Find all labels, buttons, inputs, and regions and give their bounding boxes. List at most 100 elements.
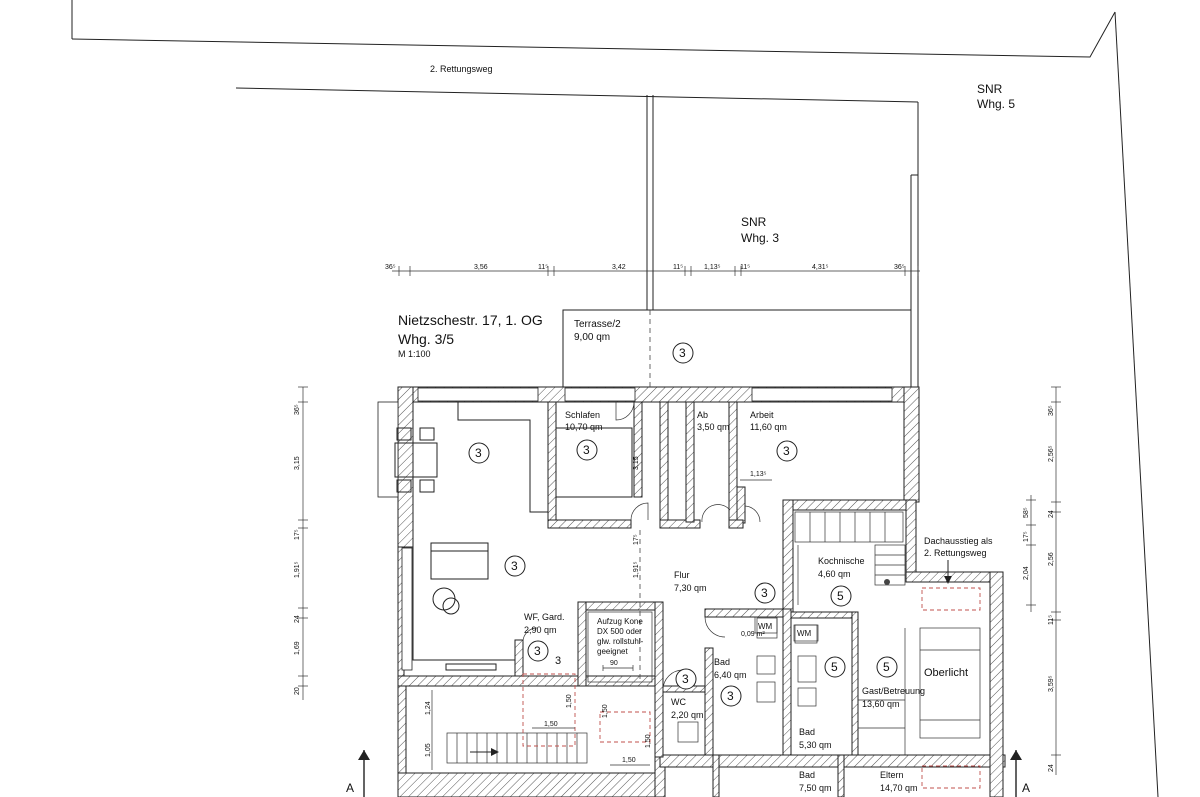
dim-inner-1: 3,15 (633, 456, 640, 470)
snr-whg3-label: SNR (741, 215, 767, 229)
dim-top-8: 4,31⁵ (812, 264, 829, 271)
svg-text:3: 3 (583, 443, 590, 457)
svg-text:3: 3 (727, 689, 734, 703)
dim-inner-10: 1,50 (602, 704, 609, 718)
unit-badge-kochnische: 5 (830, 585, 852, 607)
snr-whg3-label-2: Whg. 3 (741, 231, 779, 245)
room-bad2-area: 5,30 qm (799, 740, 832, 750)
dim-right-6: 2,04 (1023, 566, 1030, 580)
dim-right-4: 58⁵ (1023, 507, 1030, 518)
dim-top-7: 11⁵ (740, 264, 750, 271)
dim-right-2: 2,56⁵ (1048, 445, 1055, 462)
svg-text:5: 5 (831, 660, 838, 674)
rettungsweg-top-label: 2. Rettungsweg (430, 64, 493, 74)
room-gast-area: 13,60 qm (862, 699, 900, 709)
dim-right-3: 24 (1048, 510, 1055, 518)
room-bad1-name: Bad (714, 657, 730, 667)
unit-badge-wc: 3 (675, 668, 697, 690)
unit-badge-bad1: 3 (720, 685, 742, 707)
dining-table (394, 427, 438, 493)
dashed-openings (522, 310, 651, 747)
room-gast-name: Gast/Betreuung (862, 686, 925, 696)
unit-marker-wf-plain: 3 (555, 655, 561, 667)
unit-badge-wohnen: 3 (504, 555, 526, 577)
dim-top-9: 36⁵ (894, 264, 905, 271)
section-label-left: A (346, 781, 354, 795)
aufzug-label-1: Aufzug Kone (597, 617, 643, 626)
svg-text:3: 3 (682, 672, 689, 686)
dim-top-1: 36⁵ (385, 264, 396, 271)
plan-unit: Whg. 3/5 (398, 331, 454, 347)
dim-right-10: 24 (1048, 764, 1055, 772)
snr-whg5-label-2: Whg. 5 (977, 97, 1015, 111)
dim-right-1: 36⁵ (1048, 405, 1055, 416)
dim-inner-5: 90 (610, 660, 618, 667)
roof-exit-label: Dachausstieg als (924, 536, 993, 546)
dim-right-8: 11⁵ (1048, 615, 1055, 625)
svg-text:3: 3 (511, 559, 518, 573)
room-flur-area: 7,30 qm (674, 583, 707, 593)
room-bad3-area: 7,50 qm (799, 783, 832, 793)
plan-title: Nietzschestr. 17, 1. OG (398, 312, 543, 328)
unit-badge-schlafen: 3 (576, 439, 598, 461)
room-wc-name: WC (671, 697, 686, 707)
room-wc-area: 2,20 qm (671, 710, 704, 720)
dim-left-1: 36⁵ (294, 404, 301, 415)
dim-right-7: 2,56 (1048, 552, 1055, 566)
sofa (430, 542, 497, 671)
section-marker-right (1010, 750, 1022, 797)
room-wf-name: WF, Gard. (524, 612, 565, 622)
room-bad2-name: Bad (799, 727, 815, 737)
dim-top-3: 11⁵ (538, 264, 548, 271)
dim-inner-2: 1,13⁵ (750, 471, 767, 478)
windows (377, 387, 893, 671)
dim-inner-11: 1,50 (645, 734, 652, 748)
dim-left-3: 17⁵ (294, 529, 301, 540)
dim-top-2: 3,56 (474, 264, 488, 271)
unit-badge-arbeit: 3 (776, 440, 798, 462)
wm-label-1: WM (758, 622, 773, 631)
room-arbeit-area: 11,60 qm (750, 422, 787, 432)
room-kochnische-area: 4,60 qm (818, 569, 851, 579)
dim-inner-7: 1,50 (544, 721, 558, 728)
room-flur-name: Flur (674, 570, 690, 580)
dim-inner-6: 1,24 (425, 701, 432, 715)
oberlicht-label: Oberlicht (924, 667, 968, 679)
unit-badge-living: 3 (468, 442, 490, 464)
svg-text:3: 3 (679, 346, 686, 360)
section-marker-left (358, 750, 370, 797)
dim-right-5: 17⁵ (1023, 531, 1030, 542)
room-terrasse-area: 9,00 qm (574, 332, 610, 343)
dim-left-6: 1,69 (294, 641, 301, 655)
room-wf-area: 2,90 qm (524, 625, 557, 635)
elevator-shaft (587, 611, 653, 683)
room-terrasse-name: Terrasse/2 (574, 319, 621, 330)
kitchen-stair (794, 511, 906, 605)
svg-text:5: 5 (883, 660, 890, 674)
top-dimension-chain (392, 266, 920, 276)
room-arbeit-name: Arbeit (750, 410, 774, 420)
dim-inner-12: 1,50 (622, 757, 636, 764)
room-schlafen-name: Schlafen (565, 410, 600, 420)
roof-exit-area (919, 560, 981, 789)
dim-left-5: 24 (294, 615, 301, 623)
staircase (446, 732, 588, 764)
aufzug-label-2: DX 500 oder (597, 627, 642, 636)
dim-inner-9: 1,05 (425, 743, 432, 757)
living-area-outline (412, 402, 633, 661)
room-eltern-area: 14,70 qm (880, 783, 918, 793)
wm-label-2: WM (797, 629, 812, 638)
dim-right-9: 3,59⁵ (1048, 675, 1055, 692)
wm-area-1: 0,09 m² (741, 631, 765, 638)
dim-left-4: 1,91⁵ (294, 561, 301, 578)
svg-text:3: 3 (475, 446, 482, 460)
dim-inner-4: 1,91⁵ (633, 561, 640, 578)
svg-text:3: 3 (761, 586, 768, 600)
unit-badge-flur: 3 (754, 582, 776, 604)
doors (522, 401, 761, 691)
room-eltern-name: Eltern (880, 770, 904, 780)
dim-inner-8: 1,50 (566, 694, 573, 708)
dim-inner-3: 17⁵ (633, 534, 640, 545)
dim-left-7: 20 (294, 687, 301, 695)
svg-text:3: 3 (534, 644, 541, 658)
